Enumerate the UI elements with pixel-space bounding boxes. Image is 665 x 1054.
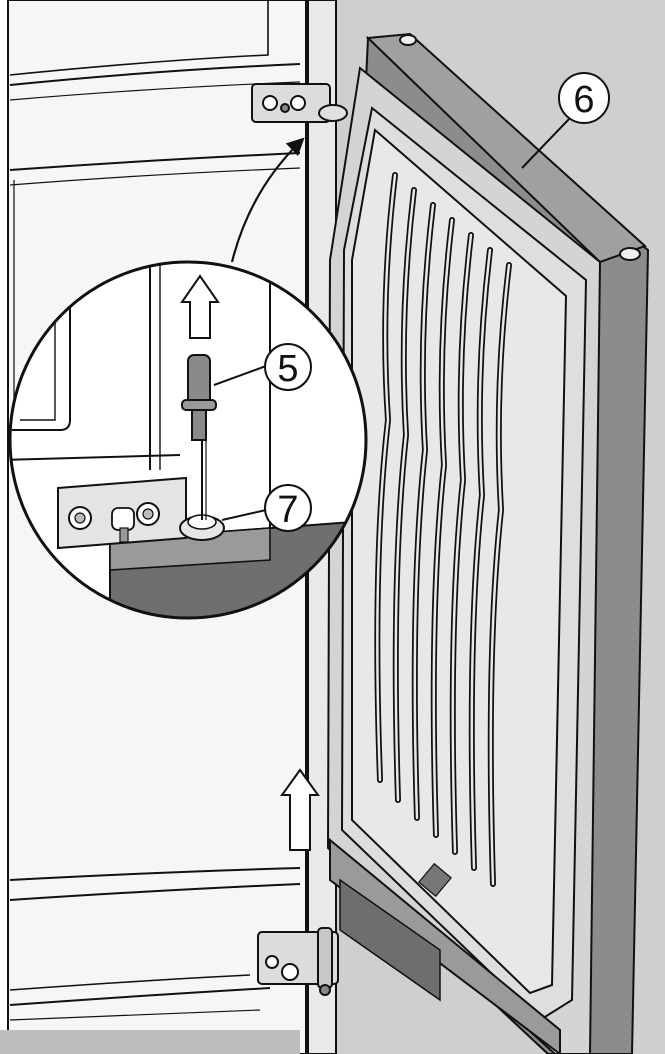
callout-5-label: 5 [277,348,298,390]
callout-6: 6 [521,72,610,169]
callout-7: 7 [221,484,312,532]
callout-7-label: 7 [277,489,298,531]
upper-hinge [251,83,348,123]
curved-arrow-icon [230,137,305,263]
up-arrow-icon [180,274,220,339]
callout-5: 5 [213,343,312,391]
detail-inset [8,260,368,620]
door-liner-rib-highlights [376,173,511,886]
up-arrow-icon [280,768,320,851]
lower-hinge [257,927,339,996]
callout-6-label: 6 [573,79,594,121]
